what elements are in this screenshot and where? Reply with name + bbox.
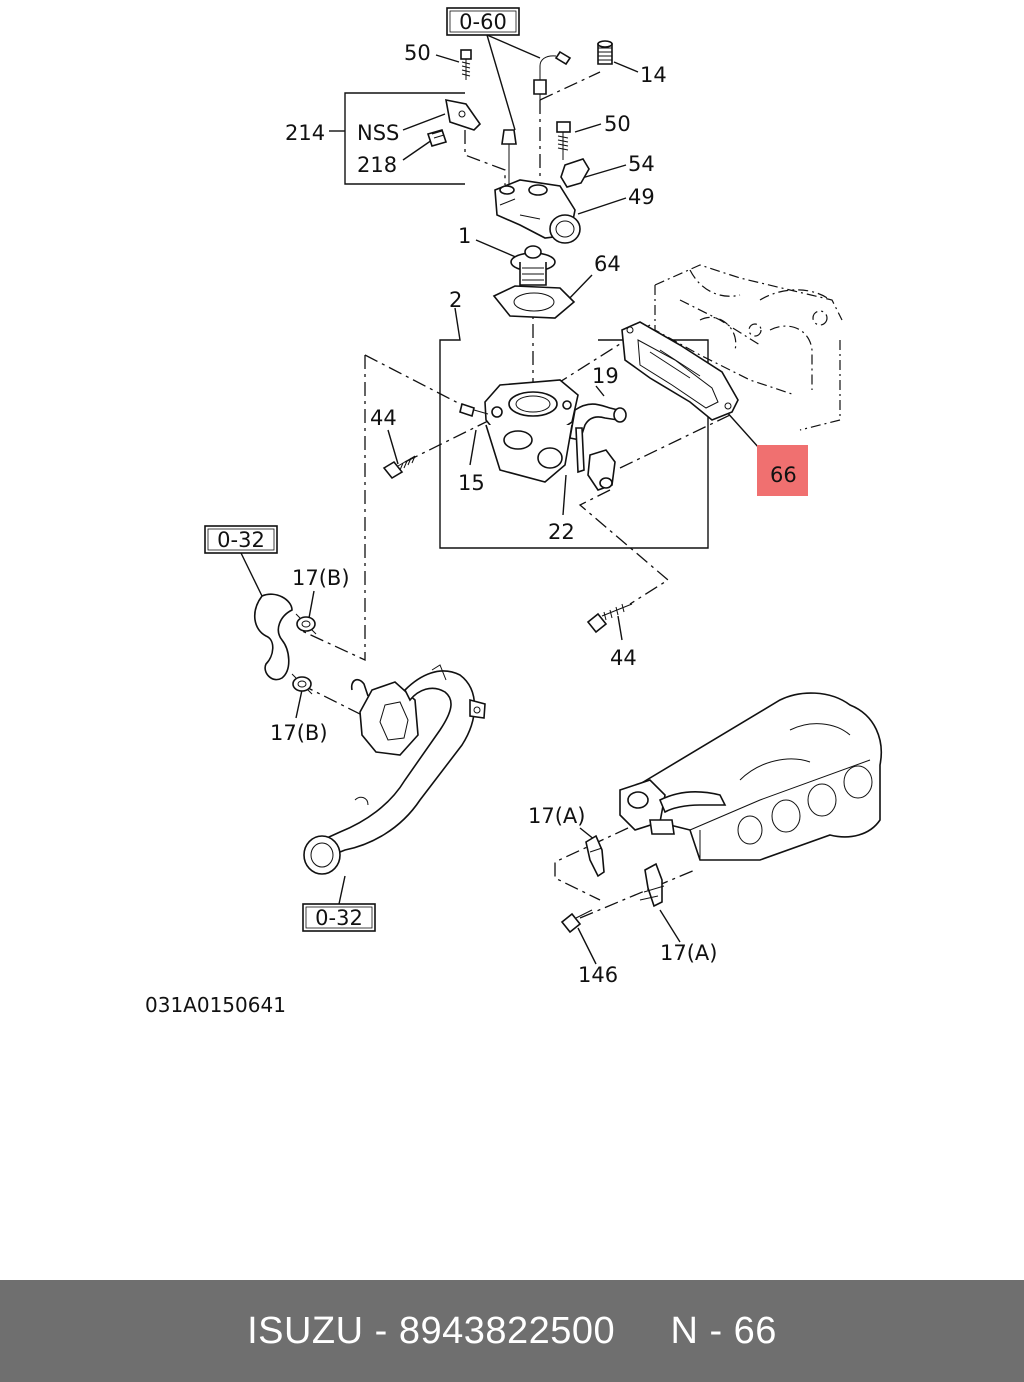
thermostat-1[interactable] (510, 245, 556, 286)
label-50-top[interactable]: 50 (404, 41, 431, 65)
label-2[interactable]: 2 (449, 288, 462, 312)
hose-left[interactable] (254, 593, 293, 681)
part-labels: 50 14 214 NSS 218 50 54 49 1 64 2 19 44 … (270, 41, 797, 987)
ref-box-left[interactable]: 0-32 (204, 525, 278, 554)
ref-box-bottom-label: 0-32 (315, 906, 363, 930)
clamp-17b-top[interactable] (295, 613, 317, 635)
drawing-code: 031A0150641 (145, 993, 286, 1017)
parts-diagram: 0-60 0-32 0-32 (145, 7, 882, 1017)
label-64[interactable]: 64 (594, 252, 621, 276)
clip-218[interactable] (426, 129, 448, 147)
leader-lines (240, 34, 769, 965)
label-17b-bottom[interactable]: 17(B) (270, 721, 328, 745)
highlight-66 (757, 445, 808, 496)
label-17b-top[interactable]: 17(B) (292, 566, 350, 590)
gasket-66[interactable] (621, 321, 739, 421)
ref-box-top-label: 0-60 (459, 10, 507, 34)
label-17a-bottom[interactable]: 17(A) (660, 941, 717, 965)
outlet-body-2[interactable] (484, 379, 627, 491)
label-214[interactable]: 214 (285, 121, 325, 145)
cap-14[interactable] (597, 40, 613, 65)
inlet-pipe[interactable] (303, 664, 486, 875)
ref-box-left-label: 0-32 (217, 528, 265, 552)
housing-49[interactable] (494, 179, 581, 244)
pipe-22[interactable] (575, 427, 585, 474)
clamp-17b-bottom[interactable] (291, 673, 313, 695)
bolt-50-right[interactable] (556, 121, 571, 160)
label-15[interactable]: 15 (458, 471, 485, 495)
clamp-54[interactable] (560, 158, 590, 188)
label-44-bottom[interactable]: 44 (610, 646, 637, 670)
bolt-44-bottom[interactable] (586, 603, 633, 634)
bracket-nss[interactable] (445, 98, 482, 131)
clip-17a-top[interactable] (585, 834, 605, 878)
label-54[interactable]: 54 (628, 152, 655, 176)
part-number-caption: ISUZU - 8943822500 N - 66 (247, 1309, 777, 1352)
bolt-15[interactable] (459, 402, 489, 418)
sender-small[interactable] (501, 129, 517, 185)
engine-block (654, 264, 843, 431)
label-19[interactable]: 19 (592, 364, 619, 388)
bolt-146[interactable] (560, 909, 593, 934)
label-49[interactable]: 49 (628, 185, 655, 209)
intake-manifold (628, 692, 882, 861)
label-22[interactable]: 22 (548, 520, 575, 544)
gasket-64[interactable] (492, 285, 576, 319)
clip-17a-bottom[interactable] (639, 862, 665, 908)
label-146[interactable]: 146 (578, 963, 618, 987)
label-50-right[interactable]: 50 (604, 112, 631, 136)
ref-box-bottom[interactable]: 0-32 (302, 903, 376, 932)
sensor-wire[interactable] (533, 50, 572, 104)
label-1[interactable]: 1 (458, 224, 471, 248)
label-14[interactable]: 14 (640, 63, 667, 87)
label-218[interactable]: 218 (357, 153, 397, 177)
label-17a-top[interactable]: 17(A) (528, 804, 585, 828)
label-66[interactable]: 66 (770, 463, 797, 487)
footer-bar: ISUZU - 8943822500 N - 66 (0, 1280, 1024, 1382)
bolt-44-left[interactable] (382, 455, 416, 480)
egr-valve-manifold[interactable] (619, 779, 727, 835)
label-44-left[interactable]: 44 (370, 406, 397, 430)
bolt-50-top[interactable] (460, 49, 472, 80)
label-nss[interactable]: NSS (357, 121, 399, 145)
ref-box-top[interactable]: 0-60 (446, 7, 520, 36)
